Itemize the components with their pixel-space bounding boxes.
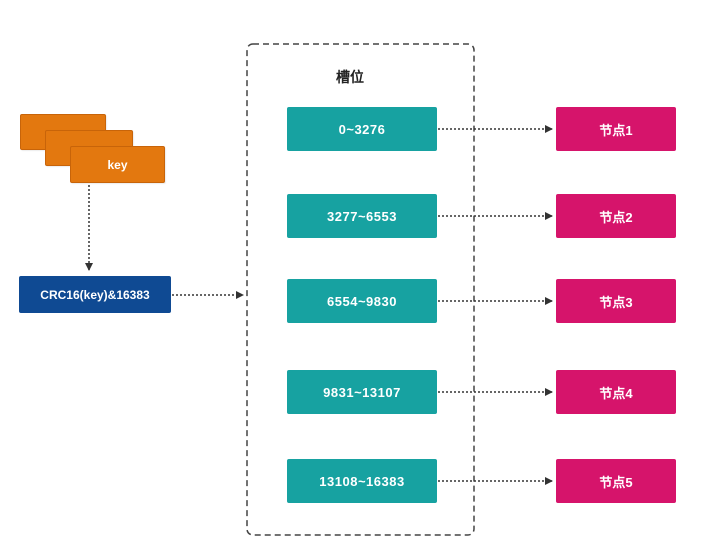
node-label: 节点3 <box>599 294 633 310</box>
hash-label: CRC16(key)&16383 <box>40 287 150 302</box>
node-1: 节点1 <box>556 107 676 151</box>
slot-range-label: 9831~13107 <box>323 384 401 400</box>
node-label: 节点5 <box>599 474 633 490</box>
node-5: 节点5 <box>556 459 676 503</box>
node-3: 节点3 <box>556 279 676 323</box>
slot-group-title: 槽位 <box>336 70 364 86</box>
slot-range-label: 0~3276 <box>338 121 386 137</box>
node-label: 节点2 <box>599 209 633 225</box>
key-label: key <box>107 157 128 172</box>
node-2: 节点2 <box>556 194 676 238</box>
slot-range-1: 0~3276 <box>287 107 437 151</box>
node-label: 节点4 <box>599 385 633 401</box>
node-label: 节点1 <box>599 122 633 138</box>
slot-range-label: 3277~6553 <box>327 208 397 224</box>
slot-range-label: 6554~9830 <box>327 293 397 309</box>
slot-group-border <box>246 43 475 536</box>
slot-range-5: 13108~16383 <box>287 459 437 503</box>
hash-function-box: CRC16(key)&16383 <box>19 276 171 313</box>
slot-range-4: 9831~13107 <box>287 370 437 414</box>
slot-range-2: 3277~6553 <box>287 194 437 238</box>
slot-range-3: 6554~9830 <box>287 279 437 323</box>
slot-range-label: 13108~16383 <box>319 473 405 489</box>
key-card-front: key <box>70 146 165 183</box>
node-4: 节点4 <box>556 370 676 414</box>
